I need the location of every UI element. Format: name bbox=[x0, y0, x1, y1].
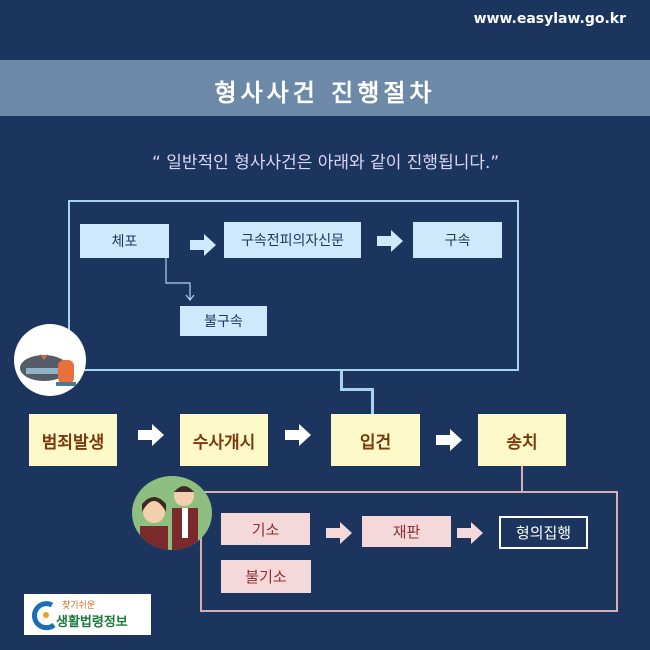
box-indictment: 기소 bbox=[221, 513, 310, 545]
site-url[interactable]: www.easylaw.go.kr bbox=[473, 11, 626, 27]
box-sentence-execution: 형의집행 bbox=[499, 516, 588, 549]
box-non-detention: 불구속 bbox=[180, 306, 267, 336]
easylaw-logo[interactable]: 찾기쉬운 생활법령정보 bbox=[24, 594, 151, 635]
intro-quote: “ 일반적인 형사사건은 아래와 같이 진행됩니다.” bbox=[152, 153, 500, 173]
step-case-registration: 입건 bbox=[331, 414, 420, 466]
title-band bbox=[0, 60, 650, 116]
prosecution-frame bbox=[200, 491, 618, 612]
logo-line2: 생활법령정보 bbox=[56, 615, 128, 630]
arrow-right-icon bbox=[326, 522, 352, 544]
police-hat-icon bbox=[14, 324, 86, 396]
arrow-right-icon bbox=[457, 522, 483, 544]
connector bbox=[340, 371, 343, 391]
box-trial: 재판 bbox=[362, 516, 451, 547]
page-title: 형사사건 진행절차 bbox=[214, 79, 436, 107]
arrow-right-icon bbox=[436, 429, 462, 451]
step-crime-occurs: 범죄발생 bbox=[29, 414, 117, 466]
box-non-indictment: 불기소 bbox=[221, 560, 311, 593]
connector bbox=[340, 388, 374, 391]
step-referral: 송치 bbox=[478, 414, 566, 466]
box-pre-detention-hearing: 구속전피의자신문 bbox=[224, 222, 361, 258]
arrow-right-icon bbox=[285, 424, 311, 446]
investigation-frame bbox=[68, 200, 519, 371]
branch-arrow-icon bbox=[165, 258, 195, 301]
logo-swirl-icon bbox=[32, 601, 56, 631]
arrow-right-icon bbox=[377, 230, 403, 252]
step-investigation-start: 수사개시 bbox=[180, 414, 268, 466]
connector bbox=[371, 388, 374, 414]
box-arrest: 체포 bbox=[80, 224, 169, 258]
logo-line1: 찾기쉬운 bbox=[62, 601, 96, 611]
arrow-right-icon bbox=[138, 424, 164, 446]
arrow-right-icon bbox=[190, 234, 216, 256]
box-detention: 구속 bbox=[413, 222, 502, 258]
connector bbox=[521, 466, 523, 492]
judges-icon bbox=[132, 476, 212, 550]
